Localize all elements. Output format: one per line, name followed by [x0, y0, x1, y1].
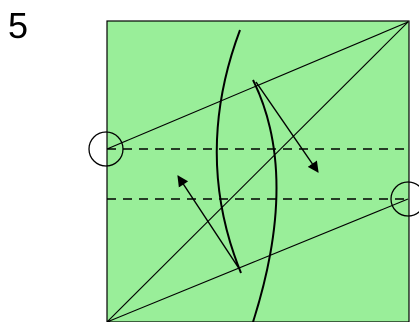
motion-curve-left: [215, 29, 242, 274]
crease-line-diagonal: [106, 21, 409, 322]
motion-arrow-upper: [255, 81, 319, 173]
crease-line-lower: [106, 198, 409, 322]
reference-circle-left: [88, 131, 124, 167]
crease-line-upper: [106, 21, 409, 150]
motion-arrow-lower: [177, 175, 241, 271]
reference-circle-right: [390, 181, 419, 217]
motion-curve-right: [252, 79, 278, 322]
step-number: 5: [8, 5, 29, 46]
